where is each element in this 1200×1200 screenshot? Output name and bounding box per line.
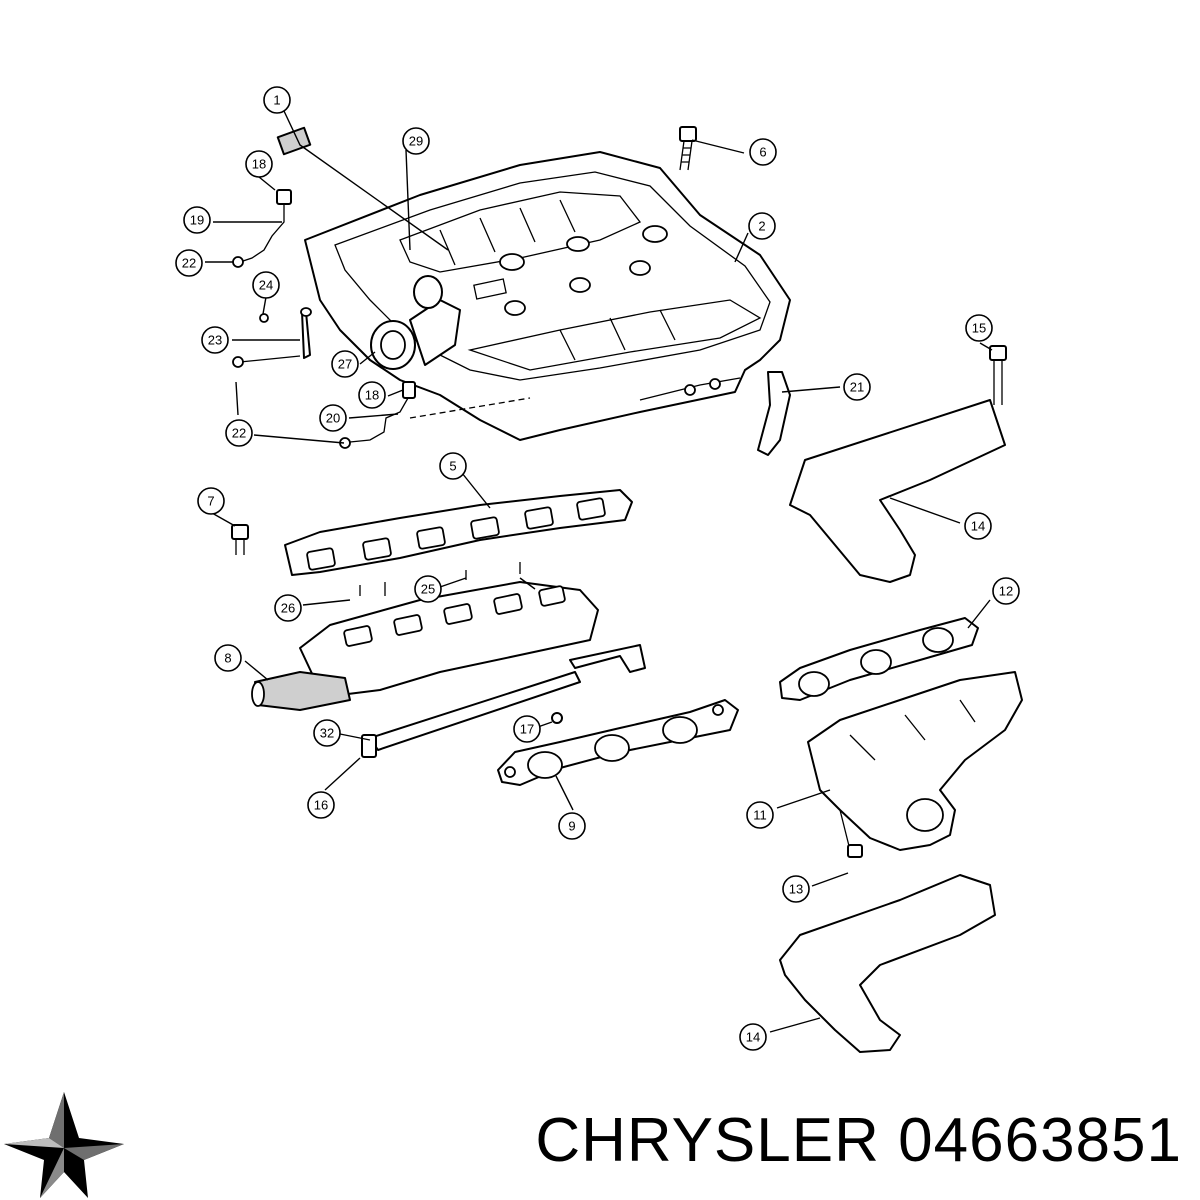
- tube-16: [361, 644, 646, 758]
- callout-16: 16: [307, 791, 335, 819]
- callout-11: 11: [746, 801, 774, 829]
- callout-22-upper: 22: [175, 249, 203, 277]
- pentastar-icon: [4, 1092, 124, 1198]
- callout-18-upper: 18: [245, 150, 273, 178]
- svg-text:19: 19: [190, 213, 204, 228]
- svg-text:14: 14: [971, 519, 985, 534]
- support-rod: [232, 307, 312, 368]
- svg-text:25: 25: [421, 582, 435, 597]
- svg-text:11: 11: [753, 808, 767, 823]
- callout-24: 24: [252, 271, 280, 299]
- bolt-7: [231, 524, 249, 555]
- parts-diagram: 1 2 5 6 7 8 9 11 12 13 14 14 15 16 17 18…: [175, 86, 1023, 1053]
- svg-text:27: 27: [338, 357, 352, 372]
- svg-text:1: 1: [273, 93, 280, 108]
- svg-text:24: 24: [259, 278, 273, 293]
- svg-text:8: 8: [224, 651, 231, 666]
- callout-32: 32: [313, 719, 341, 747]
- label-plate: [276, 126, 312, 156]
- svg-text:9: 9: [568, 819, 575, 834]
- callout-26: 26: [274, 594, 302, 622]
- bolt-6: [679, 126, 697, 171]
- part-caption: CHRYSLER 04663851: [535, 1105, 1182, 1176]
- bolt-15: [989, 345, 1007, 405]
- svg-text:17: 17: [520, 722, 534, 737]
- callout-8: 8: [214, 644, 242, 672]
- svg-text:32: 32: [320, 726, 334, 741]
- callout-12: 12: [992, 577, 1020, 605]
- leader-lines: [205, 110, 993, 1033]
- sensor-group-lower: [339, 381, 531, 449]
- bolt-13: [847, 844, 863, 858]
- callout-23: 23: [201, 326, 229, 354]
- heat-shield-upper: [789, 399, 1006, 583]
- exhaust-gasket-12: [779, 617, 979, 701]
- svg-text:16: 16: [314, 798, 328, 813]
- callout-17: 17: [513, 715, 541, 743]
- svg-text:18: 18: [252, 157, 266, 172]
- svg-text:23: 23: [208, 333, 222, 348]
- callout-6: 6: [749, 138, 777, 166]
- svg-text:2: 2: [758, 219, 765, 234]
- callout-14-upper: 14: [964, 512, 992, 540]
- bracket-21: [757, 371, 791, 456]
- callout-13: 13: [782, 875, 810, 903]
- svg-text:7: 7: [207, 494, 214, 509]
- callout-9: 9: [558, 812, 586, 840]
- intake-gasket-5: [284, 489, 633, 576]
- svg-text:29: 29: [409, 134, 423, 149]
- callout-27: 27: [331, 350, 359, 378]
- sensor-group-upper: [232, 189, 292, 268]
- callout-15: 15: [965, 314, 993, 342]
- svg-text:15: 15: [972, 321, 986, 336]
- callout-21: 21: [843, 373, 871, 401]
- svg-text:21: 21: [850, 380, 864, 395]
- bolt-17: [551, 712, 563, 724]
- svg-text:20: 20: [326, 411, 340, 426]
- callout-22-lower: 22: [225, 419, 253, 447]
- callout-18-lower: 18: [358, 381, 386, 409]
- exhaust-manifold-11: [807, 671, 1023, 851]
- callout-2: 2: [748, 212, 776, 240]
- callout-19: 19: [183, 206, 211, 234]
- part-number: 04663851: [898, 1106, 1182, 1175]
- callout-25: 25: [414, 575, 442, 603]
- svg-text:26: 26: [281, 601, 295, 616]
- callout-1: 1: [263, 86, 291, 114]
- brand-name: CHRYSLER: [535, 1106, 880, 1175]
- callout-20: 20: [319, 404, 347, 432]
- callout-5: 5: [439, 452, 467, 480]
- svg-text:22: 22: [232, 426, 246, 441]
- svg-text:5: 5: [449, 459, 456, 474]
- heat-shield-lower: [779, 874, 996, 1053]
- callout-14-lower: 14: [739, 1023, 767, 1051]
- svg-text:14: 14: [746, 1030, 760, 1045]
- svg-text:13: 13: [789, 882, 803, 897]
- svg-text:22: 22: [182, 256, 196, 271]
- callout-29: 29: [402, 127, 430, 155]
- svg-text:18: 18: [365, 388, 379, 403]
- svg-text:6: 6: [759, 145, 766, 160]
- upper-intake-manifold: [304, 151, 791, 441]
- svg-text:12: 12: [999, 584, 1013, 599]
- callout-7: 7: [197, 487, 225, 515]
- exhaust-gasket-9: [497, 699, 739, 786]
